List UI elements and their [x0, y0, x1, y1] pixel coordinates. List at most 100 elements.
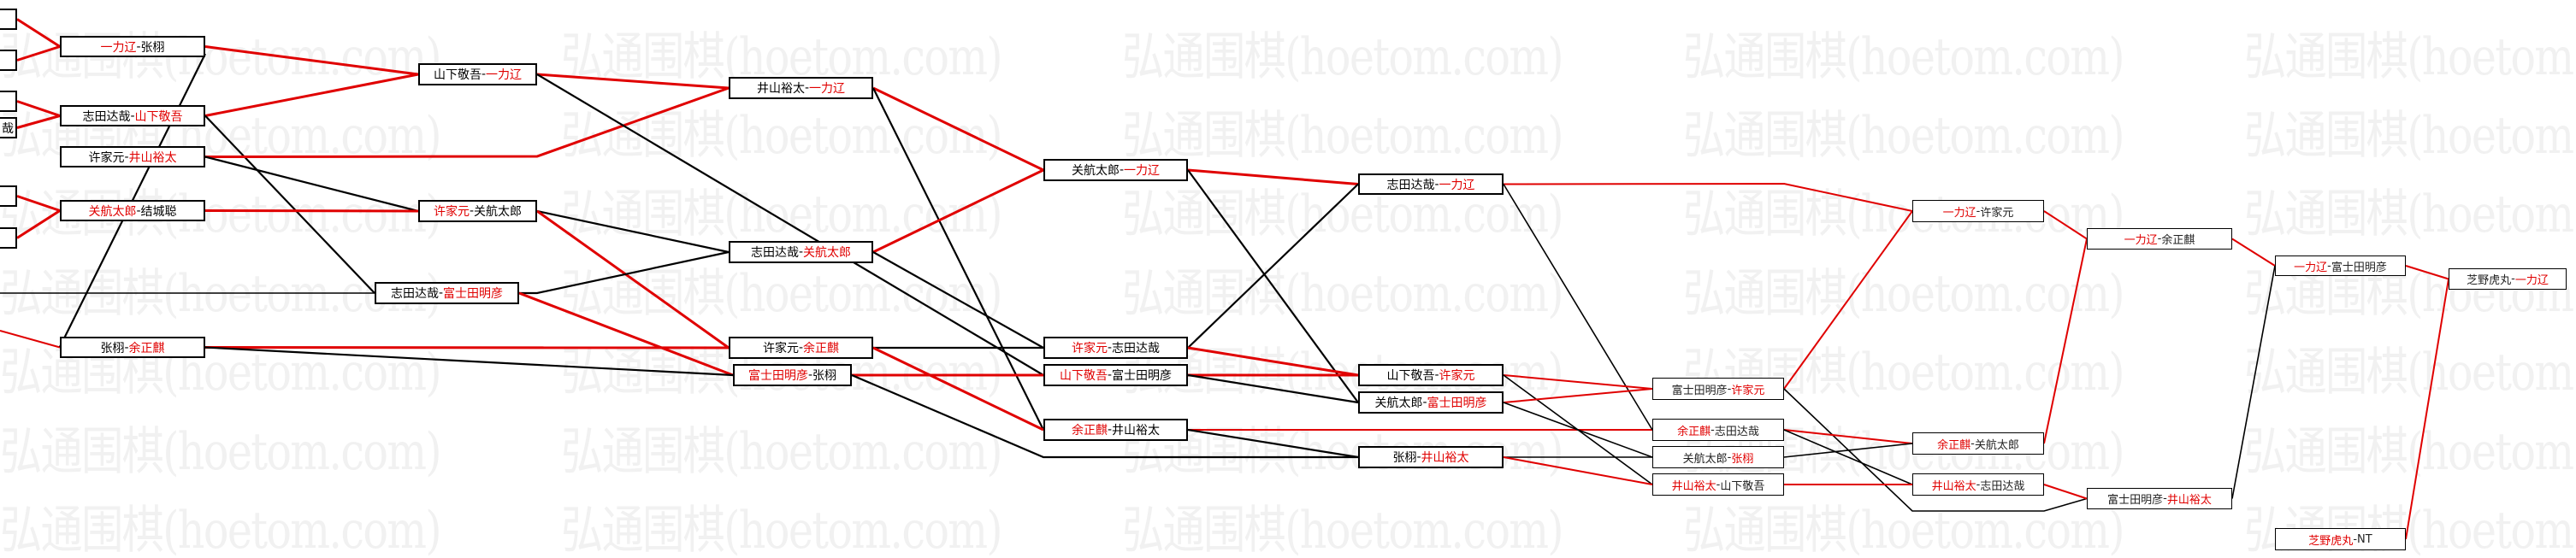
player-one: 一力辽 [1942, 206, 1976, 220]
player-two: 井山裕太 [2166, 494, 2212, 507]
match-box-partial [0, 185, 17, 207]
separator: - [124, 340, 129, 355]
winner-path-line [1783, 429, 1913, 444]
player-one: 关航太郎 [88, 204, 137, 219]
winner-path-line [2043, 484, 2088, 500]
match-box-partial [0, 9, 17, 30]
player-two: 富士田明彦 [443, 287, 504, 301]
watermark-text: 弘通围棋(hoetom.com) [1122, 501, 1564, 558]
watermark-text: 弘通围棋(hoetom.com) [561, 264, 1003, 324]
separator: - [124, 150, 129, 164]
winner-path-line [872, 346, 1044, 432]
separator: - [1107, 423, 1113, 437]
player-one: 许家元 [762, 342, 799, 355]
player-two: 张栩 [140, 40, 165, 55]
match-box: 山下敬吾-许家元 [1358, 364, 1504, 386]
player-two: 志田达哉 [1980, 479, 2025, 493]
match-box: 余正麒-井山裕太 [1043, 419, 1188, 441]
separator: - [1970, 437, 1975, 450]
player-one: 志田达哉 [390, 287, 439, 301]
winner-path-line [518, 291, 734, 377]
player-two: 井山裕太 [1421, 451, 1469, 465]
player-one: 一力辽 [100, 40, 137, 55]
winner-path-line [872, 168, 1044, 254]
separator: - [1716, 478, 1721, 491]
watermark-text: 弘通围棋(hoetom.com) [1683, 185, 2125, 244]
player-two: 结城聪 [140, 204, 177, 219]
match-box: 一力辽-许家元 [1912, 200, 2044, 222]
watermark-text: 弘通围棋(hoetom.com) [0, 422, 442, 482]
match-box-partial: 哉 [0, 117, 17, 138]
loser-path-line [1187, 373, 1359, 404]
separator: - [481, 68, 487, 81]
player-one: 一力辽 [2294, 261, 2328, 274]
winner-path-line [2405, 279, 2449, 540]
winner-path-line [0, 330, 61, 349]
watermark-text: 弘通围棋(hoetom.com) [561, 185, 1003, 244]
player-one: 山下敬吾 [1386, 369, 1435, 383]
match-box: 关航太郎-一力辽 [1043, 159, 1188, 181]
match-box: 志田达哉-富士田明彦 [375, 282, 519, 304]
player-one: 芝野虎丸 [2467, 274, 2512, 287]
separator: - [2163, 492, 2167, 505]
watermark-row: 弘通围棋(hoetom.com)弘通围棋(hoetom.com)弘通围棋(hoe… [0, 252, 2576, 326]
winner-path-line [872, 86, 1044, 172]
winner-path-line [1783, 210, 1913, 390]
player-two: 富士田明彦 [2331, 261, 2387, 274]
player-two: 关航太郎 [1974, 438, 2019, 452]
match-box: 许家元-井山裕太 [60, 146, 205, 167]
player-one: 井山裕太 [1931, 479, 1976, 493]
separator: - [136, 39, 141, 54]
loser-path-line [1783, 443, 1913, 458]
match-box: 山下敬吾-富士田明彦 [1043, 364, 1188, 386]
player-two: 一力辽 [1439, 178, 1475, 192]
player-one: 张栩 [1392, 451, 1417, 465]
player-one: 余正麒 [1677, 425, 1711, 438]
watermark-text: 弘通围棋(hoetom.com) [1122, 106, 1564, 166]
match-box: 山下敬吾-一力辽 [418, 63, 537, 85]
match-box: 富士田明彦-张栩 [733, 364, 852, 386]
match-box: 张栩-井山裕太 [1358, 446, 1504, 468]
separator: - [2327, 259, 2331, 273]
player-one: 关航太郎 [1374, 396, 1423, 410]
winner-path-line [2043, 238, 2088, 444]
winner-path-line [2043, 210, 2088, 240]
winner-path-line [204, 73, 419, 117]
player-two: 许家元 [1731, 384, 1765, 397]
separator: - [130, 109, 135, 123]
separator: - [807, 368, 813, 382]
player-one: 余正麒 [1071, 424, 1108, 438]
winner-path-line [16, 115, 61, 129]
match-box: 芝野虎丸-一力辽 [2449, 268, 2567, 290]
match-box: 余正麒-志田达哉 [1652, 419, 1784, 441]
match-box: 关航太郎-富士田明彦 [1358, 391, 1504, 414]
match-box: 张栩-余正麒 [60, 337, 205, 358]
match-box-partial [0, 227, 17, 249]
loser-path-line [1503, 402, 1653, 458]
separator: - [1416, 450, 1421, 464]
loser-path-line [872, 251, 1044, 349]
match-box: 一力辽-张栩 [60, 36, 205, 57]
separator: - [1976, 478, 1981, 491]
player-two: 富士田明彦 [1112, 369, 1173, 383]
loser-path-line [204, 115, 375, 294]
player-two: NT [2357, 532, 2372, 546]
player-two: 张栩 [1731, 452, 1754, 466]
separator: - [1710, 423, 1715, 437]
player-two: 井山裕太 [128, 150, 177, 165]
separator: - [469, 204, 475, 218]
loser-path-line [1503, 184, 1653, 431]
watermark-text: 弘通围棋(hoetom.com) [1122, 27, 1564, 87]
winner-path-line [16, 18, 61, 48]
match-box: 一力辽-余正麒 [2087, 228, 2232, 250]
watermark-text: 弘通围棋(hoetom.com) [0, 501, 442, 558]
watermark-text: 弘通围棋(hoetom.com) [1683, 27, 2125, 87]
player-one: 一力辽 [2124, 234, 2158, 247]
player-two: 余正麒 [2161, 234, 2195, 247]
match-box: 关航太郎-结城聪 [60, 200, 205, 221]
winner-path-line [16, 45, 61, 62]
match-box: 志田达哉-关航太郎 [729, 241, 873, 263]
player-one: 井山裕太 [756, 82, 805, 96]
watermark-text: 弘通围棋(hoetom.com) [2244, 185, 2576, 244]
